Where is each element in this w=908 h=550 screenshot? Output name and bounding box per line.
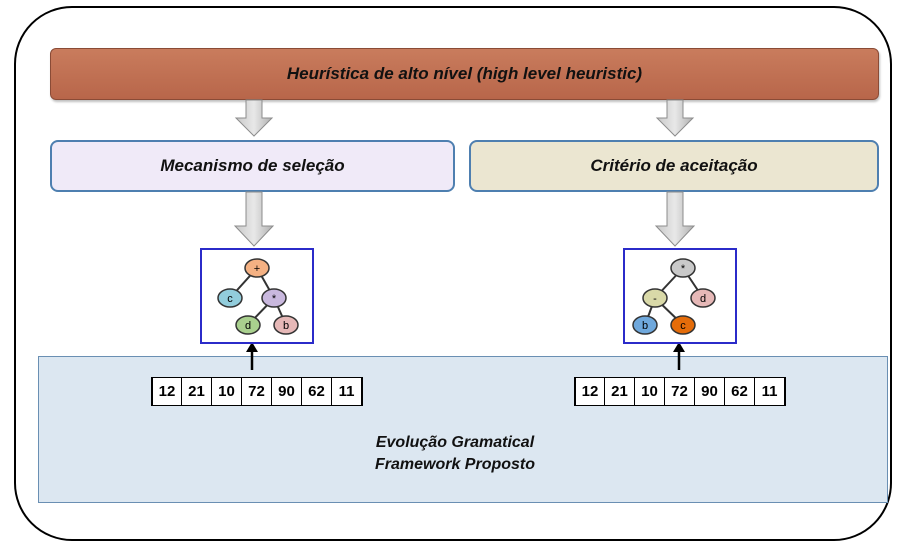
caption-line-1: Evolução Gramatical <box>375 434 535 451</box>
left-tree-diagram: + c * d b <box>217 258 299 335</box>
tree-node: + <box>244 258 270 278</box>
tree-node: b <box>632 315 658 335</box>
codon-cell: 72 <box>665 378 695 405</box>
codon-cell: 90 <box>695 378 725 405</box>
selection-mechanism-label: Mecanismo de seleção <box>160 156 345 175</box>
down-arrow-icon <box>234 99 274 137</box>
right-tree-box: * - d b c <box>623 248 737 344</box>
svg-text:c: c <box>680 320 686 332</box>
outer-frame <box>14 6 892 541</box>
codon-cell: 72 <box>242 378 272 405</box>
svg-text:d: d <box>700 293 706 305</box>
framework-caption: Evolução Gramatical Framework Proposto <box>300 432 610 476</box>
svg-text:*: * <box>272 293 277 305</box>
right-tree-diagram: * - d b c <box>632 258 716 335</box>
tree-node: d <box>235 315 261 335</box>
svg-text:c: c <box>227 293 233 305</box>
codon-cell: 10 <box>212 378 242 405</box>
high-level-heuristic-label: Heurística de alto nível (high level heu… <box>286 64 643 83</box>
tree-node: c <box>670 315 696 335</box>
svg-text:*: * <box>681 263 686 275</box>
left-tree-box: + c * d b <box>200 248 314 344</box>
tree-node: * <box>261 288 287 308</box>
codon-cell: 62 <box>725 378 755 405</box>
codon-cell: 21 <box>182 378 212 405</box>
tree-node: c <box>217 288 243 308</box>
down-arrow-icon <box>654 191 696 247</box>
down-arrow-icon <box>655 99 695 137</box>
svg-text:b: b <box>642 320 648 332</box>
codon-cell: 62 <box>302 378 332 405</box>
tree-node: d <box>690 288 716 308</box>
svg-text:-: - <box>653 293 657 305</box>
codon-cell: 12 <box>152 378 182 405</box>
svg-text:d: d <box>245 320 251 332</box>
acceptance-criterion-box: Critério de aceitação <box>469 140 879 192</box>
codon-cell: 21 <box>605 378 635 405</box>
high-level-heuristic-bar: Heurística de alto nível (high level heu… <box>50 48 879 100</box>
up-arrow-icon <box>246 342 258 352</box>
down-arrow-icon <box>233 191 275 247</box>
codon-cell: 11 <box>332 378 362 405</box>
tree-node: - <box>642 288 668 308</box>
codon-cell: 11 <box>755 378 785 405</box>
genome-left: 12 21 10 72 90 62 11 <box>151 377 363 406</box>
genome-right: 12 21 10 72 90 62 11 <box>574 377 786 406</box>
up-arrow-icon <box>673 342 685 352</box>
tree-node: b <box>273 315 299 335</box>
acceptance-criterion-label: Critério de aceitação <box>590 156 758 175</box>
svg-text:+: + <box>254 263 260 275</box>
caption-line-2: Framework Proposto <box>374 456 536 473</box>
codon-cell: 12 <box>575 378 605 405</box>
tree-node: * <box>670 258 696 278</box>
selection-mechanism-box: Mecanismo de seleção <box>50 140 455 192</box>
codon-cell: 10 <box>635 378 665 405</box>
codon-cell: 90 <box>272 378 302 405</box>
svg-text:b: b <box>283 320 289 332</box>
